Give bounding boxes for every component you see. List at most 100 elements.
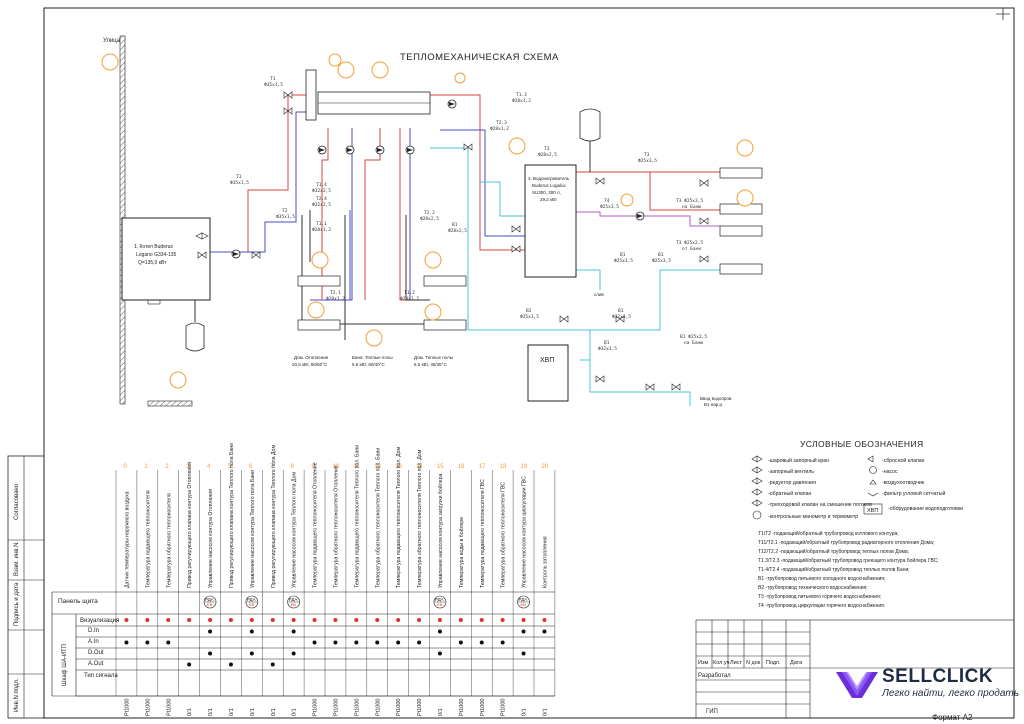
hvp-label: ХВП xyxy=(540,357,554,364)
visualization-dot xyxy=(542,618,547,622)
svg-text:РДА: РДА xyxy=(247,597,256,602)
visualization-dot xyxy=(124,618,129,622)
visualization-dot xyxy=(208,618,213,622)
pipe-label-t11: T1.1 xyxy=(316,221,327,227)
pipe-label-b1f-dim: Ф32х3,5 xyxy=(598,346,617,352)
pipe-label-t4-dim: Ф25х3,5 xyxy=(600,204,619,210)
column-number: 17 xyxy=(479,464,486,470)
svg-text:РДА: РДА xyxy=(519,597,528,602)
signal-dot xyxy=(291,629,296,634)
svg-text:Тип сигнала: Тип сигнала xyxy=(84,673,118,679)
svg-text:Подп.: Подп. xyxy=(766,660,781,666)
pipe-network xyxy=(194,94,720,406)
signal-dot xyxy=(166,640,171,645)
pipe-label-b1c: В1 xyxy=(658,252,664,258)
signal-type: Pt1000 xyxy=(333,699,339,716)
drain-label: слив xyxy=(594,292,604,297)
pipe-label-b1b-dim: Ф25х3,5 xyxy=(614,258,633,264)
signal-dot xyxy=(542,629,547,634)
signal-dot xyxy=(521,651,526,656)
pipe-label-b1f: В1 xyxy=(604,340,610,346)
pipe-label-b1e-dim: на Баню xyxy=(684,340,703,346)
legend-hvp-mark: ХВП xyxy=(867,508,878,514)
pipe-label-t14-dim: Ф32х2,5 xyxy=(312,188,331,194)
signal-dot xyxy=(500,640,505,645)
visualization-dot xyxy=(291,618,296,622)
consumer-house-1: 20,5 кВт, 80/60°C xyxy=(292,362,328,367)
signal-description: Температура воды в бойлере xyxy=(458,517,465,588)
signal-dot xyxy=(333,640,338,645)
svg-text:Лист: Лист xyxy=(730,660,742,666)
side-label-1: Взам. инв.N xyxy=(14,543,20,576)
svg-text:Т1/Т2 -подающий/обратный трубо: Т1/Т2 -подающий/обратный трубопровод кот… xyxy=(758,530,899,537)
svg-text:EB: EB xyxy=(437,602,443,607)
boiler-line-1: Logano G334-135 xyxy=(136,252,177,258)
signal-type: 0/1 xyxy=(438,708,444,716)
signal-type: 0/1 xyxy=(187,708,193,716)
logo-tagline: Легко найти, легко продать xyxy=(882,688,1019,699)
boiler-line-0: 1. Котел Buderus xyxy=(134,244,173,250)
signal-type: Pt1000 xyxy=(417,699,423,716)
consumer-banya-1: 5,6 кВт, 50/40°C xyxy=(352,362,385,367)
pipe-label-t23: T2.3 xyxy=(496,120,507,126)
column-number: 8 xyxy=(291,464,295,470)
column-number: 0 xyxy=(123,464,127,470)
visualization-dot xyxy=(375,618,380,622)
column-number: 14 xyxy=(416,464,423,470)
signal-dot xyxy=(249,629,254,634)
pipe-circulation xyxy=(576,211,720,227)
visualization-dot xyxy=(458,618,463,622)
pipe-label-t3b-dim: Ф25х3,5 xyxy=(638,158,657,164)
heater-line-0: 3. Водонагреватель xyxy=(528,176,570,181)
signal-description: Привод регулирующего клапана контура Теп… xyxy=(271,445,277,588)
signal-dot xyxy=(375,640,380,645)
signal-type: Pt1000 xyxy=(480,699,486,716)
signal-dot xyxy=(354,640,359,645)
column-number: 16 xyxy=(458,464,465,470)
signal-dot xyxy=(208,629,213,634)
heater-line-1: Buderus Logalux xyxy=(532,183,567,188)
valves xyxy=(195,91,709,391)
signal-type: Pt1000 xyxy=(396,699,402,716)
sheet-frame xyxy=(43,7,1015,719)
signal-description: Температура обратного теплоносителя Тепл… xyxy=(375,448,381,588)
signal-description: Управление насосом контура Теплого пола … xyxy=(292,472,298,588)
signal-dot xyxy=(437,629,442,634)
pipe-label-b1a: В1 xyxy=(452,222,458,228)
column-number: 11 xyxy=(353,464,360,470)
signal-dot xyxy=(249,651,254,656)
heater-line-2: SU300, 300 л, xyxy=(532,190,561,195)
svg-text:EB: EB xyxy=(249,602,255,607)
column-number: 1 xyxy=(144,464,148,470)
heater-line-3: 29,2 кВт xyxy=(540,197,557,202)
side-label-0: Согласовано xyxy=(14,483,20,520)
signal-description: Привод регулирующего клапана контура Теп… xyxy=(229,443,235,588)
pipe-label-b1d-dim: Ф32х3,5 xyxy=(612,314,631,320)
signal-dot xyxy=(437,651,442,656)
signal-dot xyxy=(458,640,463,645)
row-labels: Визуализация D.In A.In D.Out A.Out Тип с… xyxy=(80,618,119,679)
svg-text:N док: N док xyxy=(746,660,761,666)
signal-description: Управление насосом контура Отопления xyxy=(208,489,214,588)
pipe-label-t1b-dim: Ф35х1,5 xyxy=(230,180,249,186)
signal-dot xyxy=(208,651,213,656)
pipe-label-b1d: В1 xyxy=(618,308,624,314)
svg-text:РДА: РДА xyxy=(289,597,298,602)
pipe-label-b1c-dim: Ф25х3,5 xyxy=(652,258,671,264)
signal-type: 0/1 xyxy=(271,708,277,716)
signal-description: Датчик температуры наружного воздуха xyxy=(124,491,130,588)
boiler-line-2: Q=135,0 кВт xyxy=(138,260,167,266)
pipe-label-b1e: В1 Ф25х2,5 xyxy=(680,334,707,340)
svg-text:В2 -трубопровод технического в: В2 -трубопровод технического водоснабжен… xyxy=(758,585,868,591)
svg-text:-запорный вентиль: -запорный вентиль xyxy=(768,468,814,475)
svg-text:В1 -трубопровод питьевого холо: В1 -трубопровод питьевого холодного водо… xyxy=(758,576,885,582)
signal-description: Температура обратного теплоносителя Тепл… xyxy=(417,449,423,588)
expansion-tank-dhw xyxy=(579,108,601,142)
column-number: 10 xyxy=(332,464,339,470)
consumer-house-floor-0: Дом. Теплые полы xyxy=(414,355,453,360)
signal-type: 0/1 xyxy=(522,708,528,716)
